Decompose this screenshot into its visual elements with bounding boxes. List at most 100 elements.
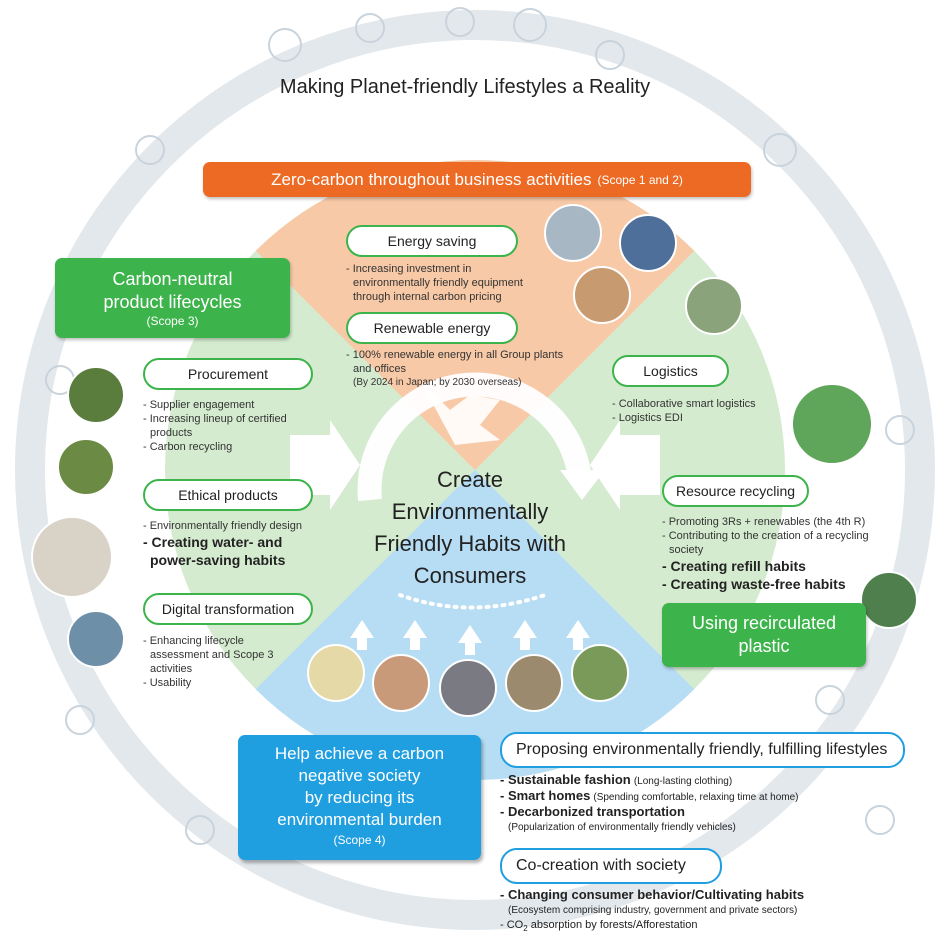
carbon-neutral-box: Carbon-neutral product lifecycles (Scope… — [55, 258, 290, 338]
center-heading: Create Environmentally Friendly Habits w… — [340, 464, 600, 592]
ethical-products-list: - Environmentally friendly design - Crea… — [143, 519, 302, 569]
proposing-item-bold: - Smart homes — [500, 788, 591, 803]
resource-bold-item: - Creating refill habits — [662, 558, 806, 574]
procurement-item: - Increasing lineup of certified — [143, 413, 287, 425]
digital-item: - Usability — [143, 677, 192, 689]
page-title: Making Planet-friendly Lifestyles a Real… — [279, 76, 651, 98]
center-line1: Create — [436, 467, 504, 492]
cocreation-item-2: - CO2 absorption by forests/Afforestatio… — [500, 918, 804, 936]
resource-item: society — [669, 544, 704, 556]
resource-bold-item: - Creating waste-free habits — [662, 576, 846, 592]
logistics-item: - Logistics EDI — [612, 412, 683, 424]
proposing-item-2: - Smart homes (Spending comfortable, rel… — [500, 789, 798, 805]
graph-photo — [544, 204, 602, 262]
resource-item: - Contributing to the creation of a recy… — [662, 530, 869, 542]
center-line2: Environmentally — [391, 499, 549, 524]
digital-transformation-pill: Digital transformation — [143, 593, 313, 625]
energy-item: - Increasing investment in — [346, 263, 472, 275]
carbon-neutral-sub: (Scope 3) — [146, 314, 199, 328]
proposing-item-note: (Long-lasting clothing) — [633, 776, 733, 787]
dotted-arc — [398, 593, 547, 610]
energy-item: environmentally friendly equipment — [353, 277, 523, 289]
ethical-products-pill: Ethical products — [143, 479, 313, 511]
carbon-neutral-line2: product lifecycles — [103, 292, 242, 312]
procurement-list: - Supplier engagement - Increasing lineu… — [143, 398, 287, 454]
co-creation-pill: Co-creation with society — [500, 848, 722, 884]
logistics-item: - Collaborative smart logistics — [612, 398, 756, 410]
negative-text: Help achieve a carbon negative society b… — [238, 735, 481, 831]
cocreation-item-note: (Ecosystem comprising industry, governme… — [508, 905, 798, 916]
car-photo — [439, 659, 497, 717]
co2-prefix: - CO — [500, 919, 524, 931]
co2-suffix: absorption by forests/Afforestation — [527, 919, 698, 931]
forest-photo — [67, 366, 125, 424]
resource-item: - Promoting 3Rs + renewables (the 4th R) — [662, 516, 866, 528]
resource-recycling-list: - Promoting 3Rs + renewables (the 4th R)… — [662, 515, 869, 593]
renewable-energy-pill: Renewable energy — [346, 312, 518, 344]
digital-item: activities — [150, 663, 193, 675]
energy-item: through internal carbon pricing — [353, 291, 502, 303]
recycled-bottle-photo — [860, 571, 918, 629]
renewable-item: and offices — [353, 363, 407, 375]
procurement-item: - Carbon recycling — [143, 441, 233, 453]
renewable-item: - 100% renewable energy in all Group pla… — [346, 349, 564, 361]
ethical-bold-item: power-saving habits — [150, 552, 286, 568]
resource-recycling-pill: Resource recycling — [662, 475, 809, 507]
carbon-negative-box: Help achieve a carbon negative society b… — [238, 735, 481, 860]
logistics-pill: Logistics — [612, 355, 729, 387]
photo-circles — [31, 204, 918, 717]
ethical-item: - Environmentally friendly design — [143, 520, 302, 532]
negative-line2: negative society — [298, 766, 421, 785]
negative-sub: (Scope 4) — [333, 833, 386, 847]
proposing-item-1: - Sustainable fashion (Long-lasting clot… — [500, 773, 798, 789]
center-line4: Consumers — [413, 563, 527, 588]
center-line3: Friendly Habits with — [374, 531, 566, 556]
logistics-list: - Collaborative smart logistics - Logist… — [612, 397, 756, 425]
banner-sub: (Scope 1 and 2) — [597, 172, 683, 187]
co-creation-list: - Changing consumer behavior/Cultivating… — [500, 888, 804, 936]
digital-item: - Enhancing lifecycle — [143, 635, 244, 647]
digital-transformation-list: - Enhancing lifecycle assessment and Sco… — [143, 634, 274, 690]
up-arrows — [350, 620, 590, 655]
zero-carbon-banner: Zero-carbon throughout business activiti… — [203, 162, 751, 197]
crowd-photo — [505, 654, 563, 712]
clothing-photo — [307, 644, 365, 702]
proposing-item-bold: - Sustainable fashion — [500, 772, 631, 787]
proposing-list: - Sustainable fashion (Long-lasting clot… — [500, 773, 798, 835]
energy-saving-list: - Increasing investment in environmental… — [346, 262, 523, 304]
tree-planting-photo — [571, 644, 629, 702]
ethical-bold-item: - Creating water- and — [143, 534, 283, 550]
proposing-item-note: (Popularization of environmentally frien… — [508, 822, 736, 833]
procurement-item: products — [150, 427, 193, 439]
proposing-item-note: (Spending comfortable, relaxing time at … — [593, 792, 799, 803]
co2-subscript: 2 — [523, 924, 528, 934]
cocreation-item-1-note: (Ecosystem comprising industry, governme… — [500, 903, 804, 918]
recirculated-plastic-box: Using recirculated plastic — [662, 603, 866, 667]
negative-line4: environmental burden — [277, 810, 442, 829]
proposing-item-3: - Decarbonized transportation — [500, 805, 798, 820]
proposing-item-bold: - Decarbonized transportation — [500, 804, 685, 819]
negative-line3: by reducing its — [304, 788, 415, 807]
negative-line1: Help achieve a carbon — [274, 744, 445, 763]
cocreation-item-bold: - Changing consumer behavior/Cultivating… — [500, 887, 805, 902]
digital-item: assessment and Scope 3 — [150, 649, 274, 661]
proposing-item-3-note: (Popularization of environmentally frien… — [500, 820, 798, 835]
procurement-pill: Procurement — [143, 358, 313, 390]
solar-panel-photo — [619, 214, 677, 272]
factory-photo — [573, 266, 631, 324]
renewable-note: (By 2024 in Japan; by 2030 overseas) — [353, 377, 522, 388]
proposing-lifestyles-pill: Proposing environmentally friendly, fulf… — [500, 732, 905, 768]
renewable-energy-list: - 100% renewable energy in all Group pla… — [346, 348, 563, 390]
digital-photo — [67, 610, 125, 668]
cocreation-item-1: - Changing consumer behavior/Cultivating… — [500, 888, 804, 903]
banner-label: Zero-carbon throughout business activiti… — [271, 169, 592, 189]
truck-photo — [685, 277, 743, 335]
plantation-photo — [57, 438, 115, 496]
household-photo — [31, 516, 113, 598]
procurement-item: - Supplier engagement — [143, 399, 255, 411]
refill-pack-photo — [791, 383, 873, 465]
cycle-arrow-icon — [357, 372, 605, 502]
recirc-line2: plastic — [738, 636, 790, 656]
home-photo — [372, 654, 430, 712]
carbon-neutral-line1: Carbon-neutral — [112, 269, 233, 289]
